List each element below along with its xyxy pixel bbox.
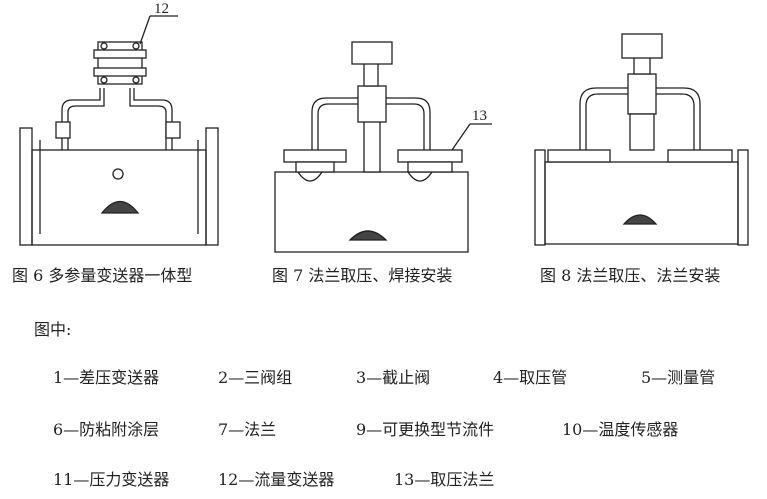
figure-7-drawing: 13 xyxy=(274,41,492,253)
legend-item: 11—压力变送器 xyxy=(53,470,170,489)
legend-title: 图中: xyxy=(34,320,72,339)
legend-item: 12—流量变送器 xyxy=(218,470,335,489)
legend-item: 7—法兰 xyxy=(218,420,277,439)
legend-item: 2—三阀组 xyxy=(218,368,293,387)
legend-item: 9—可更换型节流件 xyxy=(356,420,495,439)
figure-7-caption: 图 7 法兰取压、焊接安装 xyxy=(272,266,453,285)
diagrams: 12 13 xyxy=(19,1,749,253)
callout-12: 12 xyxy=(154,1,169,17)
legend-item: 1—差压变送器 xyxy=(53,368,160,387)
legend-item: 5—测量管 xyxy=(641,368,716,387)
legend-item: 4—取压管 xyxy=(493,368,568,387)
legend-item: 3—截止阀 xyxy=(356,368,431,387)
legend-item: 13—取压法兰 xyxy=(394,470,495,489)
figure-6-drawing: 12 xyxy=(19,1,219,246)
callout-13: 13 xyxy=(472,108,487,124)
figure-6-caption: 图 6 多参量变送器一体型 xyxy=(12,266,193,285)
legend-item: 10—温度传感器 xyxy=(562,420,679,439)
figure-8-caption: 图 8 法兰取压、法兰安装 xyxy=(540,266,721,285)
legend-item: 6—防粘附涂层 xyxy=(53,420,160,439)
figure-8-drawing xyxy=(534,33,749,246)
